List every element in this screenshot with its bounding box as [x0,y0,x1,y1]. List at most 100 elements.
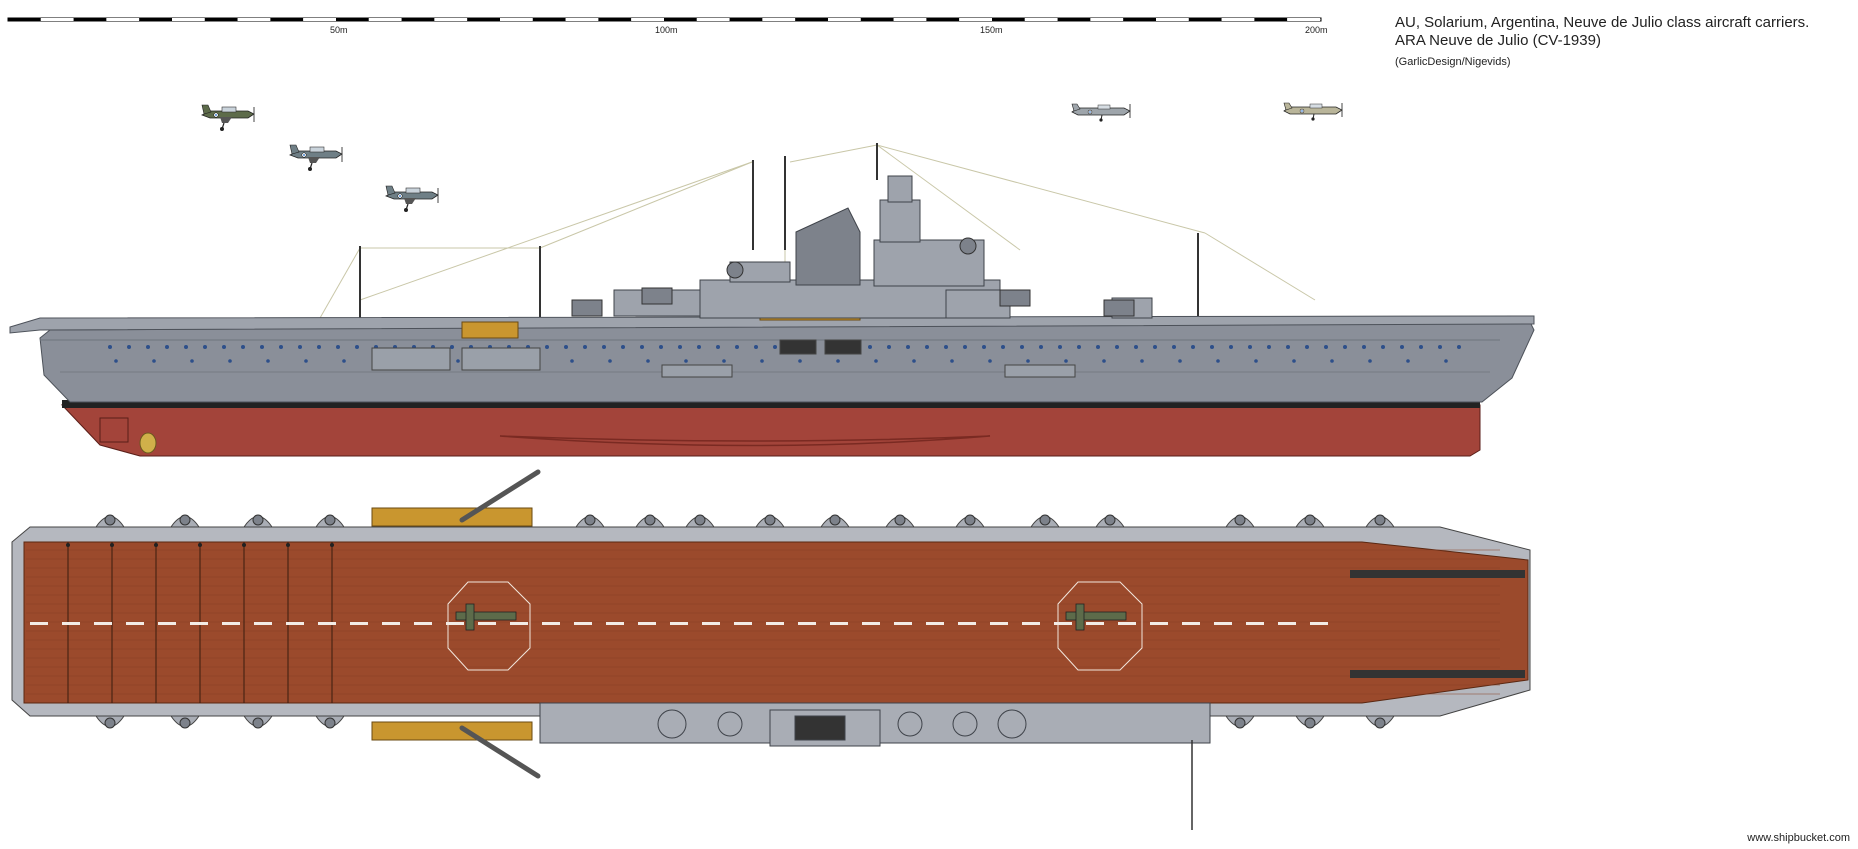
scale-segment [926,18,960,21]
centerline-dash [606,622,624,625]
porthole [583,345,587,349]
centerline-dash [190,622,208,625]
scale-segment [336,18,369,21]
porthole [564,345,568,349]
catapults [1350,570,1525,678]
porthole [190,359,194,363]
porthole [1305,345,1309,349]
porthole [127,345,131,349]
porthole [1381,345,1385,349]
centerline-dash [1054,622,1072,625]
porthole [1324,345,1328,349]
centerline-dash [1118,622,1136,625]
centerline-dash [350,622,368,625]
porthole [1457,345,1461,349]
scale-segment [1254,18,1288,21]
porthole [646,359,650,363]
centerline-dash [62,622,80,625]
porthole [1419,345,1423,349]
aa-mount [894,514,906,526]
island-top [539,702,1211,747]
gun-turrets-side [571,237,1135,317]
porthole [1077,345,1081,349]
porthole [570,359,574,363]
aa-mount [964,514,976,526]
aa-mount [324,514,336,526]
scale-segment [139,18,172,21]
porthole [1406,359,1410,363]
porthole [355,345,359,349]
scale-segment [1287,18,1320,21]
scale-segment [1221,18,1255,21]
porthole [108,345,112,349]
hull-bilge-keel [499,435,991,447]
centerline-dash [382,622,400,625]
porthole [1039,345,1043,349]
centerline-dash [286,622,304,625]
porthole [1191,345,1195,349]
scale-segment [303,18,336,21]
scale-segment [73,18,107,21]
site-url: www.shipbucket.com [1747,832,1850,844]
scale-segment [106,18,140,21]
scale-bar: 50m 100m 150m 200m [7,17,1328,35]
scale-segment [401,18,435,21]
top-view [11,469,1531,830]
flight-deck-edge [9,315,1535,334]
porthole [1115,345,1119,349]
scale-segment [172,18,205,21]
scale-segment [696,18,730,21]
centerline-dash [126,622,144,625]
aa-mount [1374,514,1386,526]
credits: (GarlicDesign/Nigevids) [1395,56,1511,68]
porthole [608,359,612,363]
scale-segment [204,18,238,21]
centerline-dash [1182,622,1200,625]
title-line-1: AU, Solarium, Argentina, Neuve de Julio … [1395,14,1810,31]
centerline-dash [318,622,336,625]
island-superstructure [613,175,1153,319]
title-block: AU, Solarium, Argentina, Neuve de Julio … [1395,14,1809,71]
porthole [1172,345,1176,349]
aircraft-fighter-2 [1283,102,1343,122]
centerline-dash [222,622,240,625]
centerline-dash [574,622,592,625]
deck-elevators [447,581,1143,671]
aa-mount [694,514,706,526]
centerline-dash [478,622,496,625]
centerline-dash [830,622,848,625]
aa-mount [764,514,776,526]
hull-side [39,321,1535,403]
porthole [342,359,346,363]
centerline-dash [670,622,688,625]
scale-segment [598,18,632,21]
porthole [735,345,739,349]
porthole [1229,345,1233,349]
centerline-dash [158,622,176,625]
porthole [1254,359,1258,363]
centerline-dash [94,622,112,625]
aa-mount [1374,717,1386,729]
centerline-dash [798,622,816,625]
porthole [602,345,606,349]
aa-mount [1234,514,1246,526]
porthole [203,345,207,349]
porthole [1064,359,1068,363]
porthole [640,345,644,349]
aa-mount [1039,514,1051,526]
scale-segment [959,18,992,21]
scale-segment [1156,18,1189,21]
porthole [146,345,150,349]
porthole [1210,345,1214,349]
porthole [545,345,549,349]
aa-mount [324,717,336,729]
aa-mount [1234,717,1246,729]
centerline-dash [446,622,464,625]
deck-planking [26,549,1500,695]
porthole [114,359,118,363]
centerline-dash [894,622,912,625]
porthole [298,345,302,349]
porthole [982,345,986,349]
centerline-dash [414,622,432,625]
porthole [1292,359,1296,363]
